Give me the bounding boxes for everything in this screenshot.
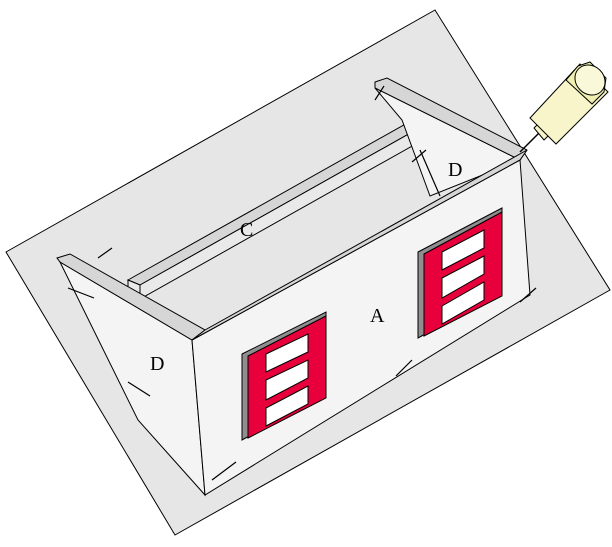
glue-bottle-icon — [520, 59, 611, 152]
part-label-c: C — [240, 219, 253, 241]
part-label-d-left: D — [150, 353, 164, 375]
part-label-d-right: D — [448, 159, 462, 181]
part-label-a: A — [370, 305, 385, 327]
